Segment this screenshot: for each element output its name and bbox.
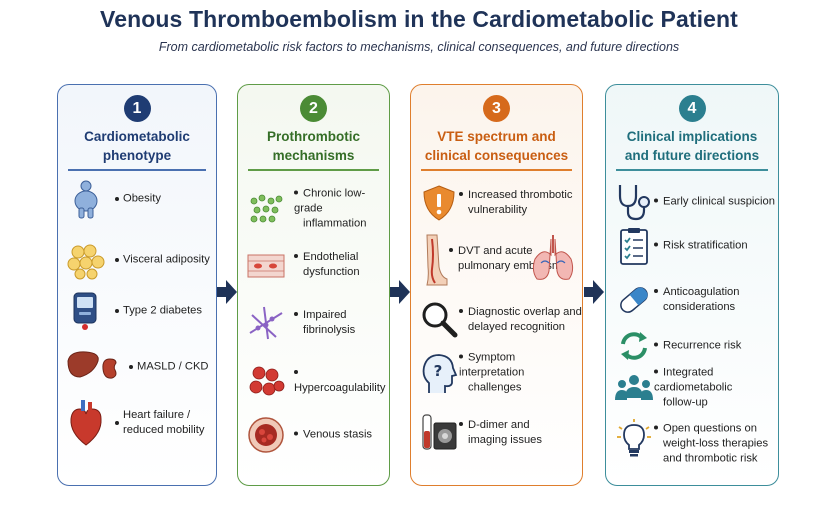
list-item-venous-stasis: Venous stasis: [238, 415, 389, 455]
list-item-heart-failure: Heart failure /reduced mobility: [58, 397, 216, 449]
lightbulb-icon: [614, 419, 654, 459]
head-question-icon: ?: [419, 351, 459, 395]
stethoscope-icon: [614, 182, 654, 222]
list-item-label: Symptom interpretation challenges: [459, 351, 525, 394]
list-item-label: Obesity: [123, 192, 161, 205]
list-item-integrated-followup: Integrated cardiometabolic follow-up: [606, 366, 778, 409]
list-item-label: Risk stratification: [654, 239, 748, 254]
list-item-obesity: Obesity: [58, 179, 216, 219]
list-item-inflammation: Chronic low-grade inflammation: [238, 187, 389, 230]
list-item-label: Integrated cardiometabolic follow-up: [654, 366, 733, 409]
list-item-label: Anticoagulation considerations: [654, 285, 740, 315]
list-item-risk-stratification: Risk stratification: [606, 226, 778, 266]
panel-divider: [616, 169, 768, 171]
fibrin-strands-icon: [246, 303, 286, 343]
flow-arrow-3-to-4: [583, 279, 605, 305]
magnifier-icon: [419, 299, 459, 339]
list-item-label: Type 2 diabetes: [123, 304, 202, 317]
list-item-thrombotic-vulnerability: Increased thrombotic vulnerability: [411, 183, 582, 223]
glucose-meter-icon: [66, 291, 106, 331]
vessel-clot-icon: [246, 415, 286, 455]
bullet-dot: [115, 258, 119, 262]
list-item-label: Impaired fibrinolysis: [294, 308, 355, 338]
list-item-label: Diagnostic overlap and delayed recogniti…: [459, 305, 582, 335]
list-item-label: Recurrence risk: [654, 339, 741, 354]
list-item-endothelial-dysfunction: Endothelial dysfunction: [238, 245, 389, 285]
list-item-label: MASLD / CKD: [137, 360, 209, 373]
list-item-label: Increased thrombotic vulnerability: [459, 188, 572, 218]
flow-arrow-2-to-3: [389, 279, 411, 305]
list-item-label: D-dimer and imaging issues: [459, 418, 542, 448]
lungs-icon: [529, 233, 577, 283]
capsule-icon: [614, 280, 654, 320]
bullet-dot: [115, 309, 119, 313]
list-item-label: Heart failure /reduced mobility: [123, 409, 205, 436]
obesity-person-icon: [66, 179, 106, 219]
team-people-icon: [614, 368, 654, 408]
list-item-dvt-pe: DVT and acute pulmonary embolism: [411, 233, 582, 289]
step-number-badge: 4: [678, 95, 706, 122]
bullet-dot: [115, 421, 119, 425]
red-cells-icon: [246, 361, 286, 401]
list-item-impaired-fibrinolysis: Impaired fibrinolysis: [238, 303, 389, 343]
list-item-label: Open questions on weight-loss therapies …: [654, 422, 768, 467]
list-item-hypercoagulability: Hypercoagulability: [238, 361, 389, 401]
list-item-early-suspicion: Early clinical suspicion: [606, 182, 778, 222]
leg-vein-icon: [419, 233, 459, 289]
inflammation-dots-icon: [246, 189, 286, 229]
list-item-symptom-interpretation: ? Symptom interpretation challenges: [411, 351, 582, 395]
heart-icon: [66, 397, 106, 449]
step-number-badge: 1: [123, 95, 151, 122]
clipboard-checklist-icon: [614, 226, 654, 266]
list-item-open-questions: Open questions on weight-loss therapies …: [606, 415, 778, 473]
list-item-d-dimer-imaging: D-dimer and imaging issues: [411, 411, 582, 455]
list-item-label: Early clinical suspicion: [654, 195, 775, 210]
list-item-label: Hypercoagulability: [294, 366, 389, 396]
warning-shield-icon: [419, 183, 459, 223]
list-item-label: Venous stasis: [294, 428, 372, 443]
list-item-masld-ckd: MASLD / CKD: [58, 347, 216, 387]
test-tube-scan-icon: [419, 411, 459, 455]
list-item-label: Endothelial dysfunction: [294, 250, 360, 280]
panel-divider: [248, 169, 379, 171]
fat-cells-icon: [66, 240, 106, 280]
page-title: Venous Thromboembolism in the Cardiometa…: [100, 6, 738, 32]
flow-arrow-1-to-2: [216, 279, 238, 305]
panel-divider: [421, 169, 572, 171]
panel-divider: [68, 169, 206, 171]
svg-text:?: ?: [434, 362, 443, 380]
page-subtitle: From cardiometabolic risk factors to mec…: [158, 40, 680, 54]
bullet-dot: [129, 365, 133, 369]
list-item-diagnostic-overlap: Diagnostic overlap and delayed recogniti…: [411, 299, 582, 341]
step-number-badge: 2: [300, 95, 327, 122]
liver-kidney-icon: [66, 347, 126, 387]
step-number-badge: 3: [483, 95, 510, 122]
endothelium-icon: [246, 245, 286, 285]
list-item-label: Chronic low-grade inflammation: [294, 187, 367, 230]
list-item-recurrence-risk: Recurrence risk: [606, 326, 778, 366]
list-item-label: Visceral adiposity: [123, 253, 210, 266]
list-item-type-2-diabetes: Type 2 diabetes: [58, 291, 216, 331]
list-item-anticoagulation: Anticoagulation considerations: [606, 280, 778, 320]
bullet-dot: [115, 197, 119, 201]
recurrence-arrows-icon: [614, 326, 654, 366]
list-item-visceral-adiposity: Visceral adiposity: [58, 240, 216, 280]
